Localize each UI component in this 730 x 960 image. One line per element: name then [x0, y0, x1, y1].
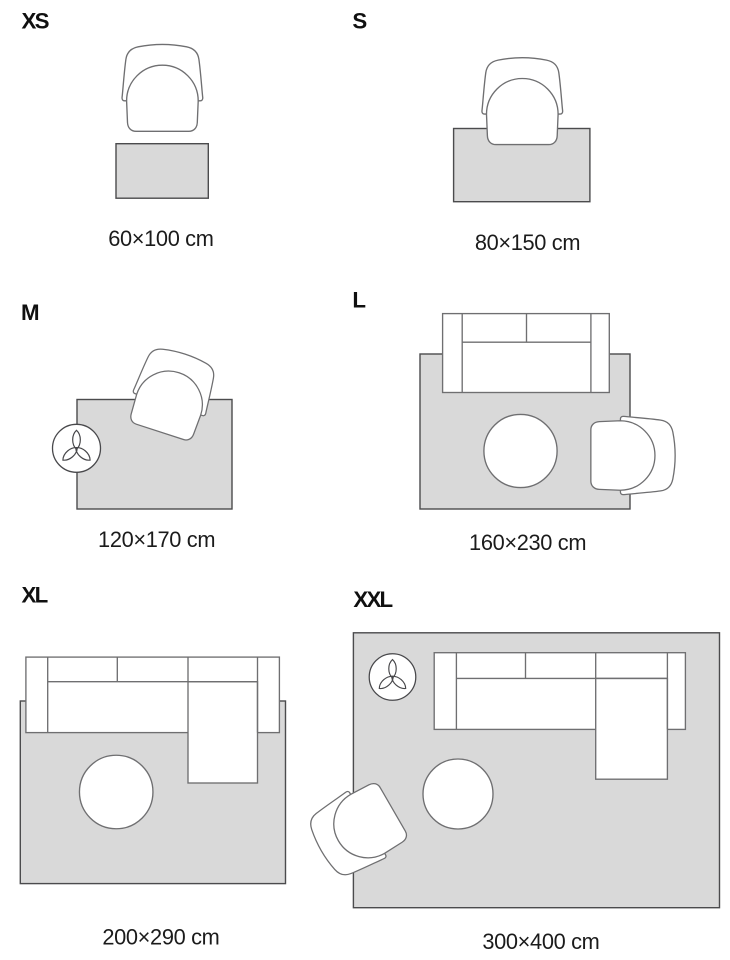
svg-text:300×400 cm: 300×400 cm	[482, 929, 599, 954]
svg-text:L: L	[352, 288, 365, 313]
svg-text:M: M	[21, 300, 39, 325]
svg-text:200×290 cm: 200×290 cm	[102, 924, 219, 949]
svg-text:60×100 cm: 60×100 cm	[108, 226, 213, 251]
svg-text:120×170 cm: 120×170 cm	[98, 527, 215, 552]
svg-text:160×230 cm: 160×230 cm	[469, 530, 586, 555]
svg-text:XL: XL	[22, 582, 48, 607]
svg-text:XXL: XXL	[353, 587, 392, 612]
svg-text:XS: XS	[22, 9, 49, 34]
svg-text:S: S	[352, 8, 366, 33]
svg-text:80×150 cm: 80×150 cm	[475, 230, 580, 255]
